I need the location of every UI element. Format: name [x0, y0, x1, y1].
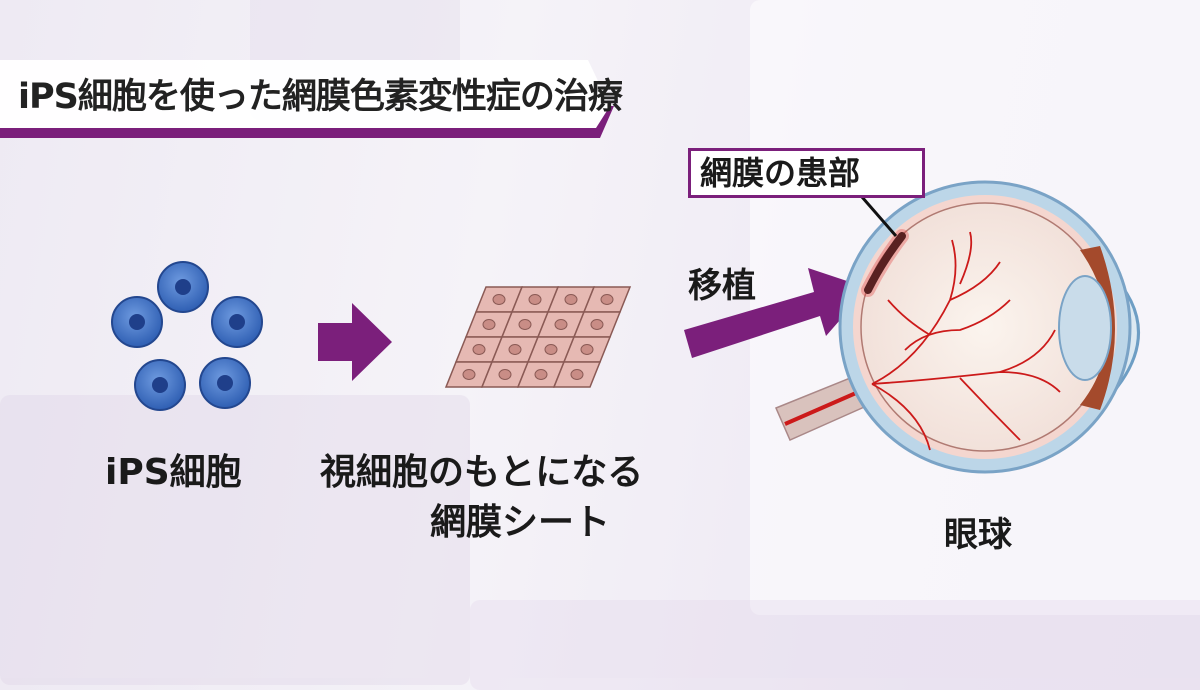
arrow-right-icon	[684, 268, 868, 358]
transplant-label: 移植	[688, 266, 756, 306]
sheet-cell-nucleus	[508, 344, 522, 355]
callout-pointer	[860, 196, 898, 237]
callout-box	[688, 148, 925, 198]
sheet-cell-nucleus	[564, 294, 578, 305]
retinal-sheet-label-line2: 網膜シート	[430, 502, 611, 543]
sheet-cell-nucleus	[580, 344, 594, 355]
sheet-cell-nucleus	[534, 369, 548, 380]
sheet-cell-nucleus	[498, 369, 512, 380]
background-panel	[0, 395, 470, 685]
eyeball-icon	[775, 180, 1140, 474]
sheet-cell-nucleus	[462, 369, 476, 380]
sheet-cell-nucleus	[482, 319, 496, 330]
arrow-right-icon	[318, 303, 392, 381]
affected-area-label: 網膜の患部	[700, 154, 861, 192]
title-banner	[0, 60, 614, 138]
sheet-cell-nucleus	[544, 344, 558, 355]
sheet-cell-nucleus	[600, 294, 614, 305]
retinal-sheet-label-line1: 視細胞のもとになる	[320, 452, 644, 493]
sheet-cell-nucleus	[472, 344, 486, 355]
retinal-sheet-icon	[444, 286, 632, 388]
sheet-cell-nucleus	[590, 319, 604, 330]
page-title: iPS細胞を使った網膜色素変性症の治療	[18, 77, 623, 117]
ips-cell-icon	[111, 261, 263, 411]
sheet-cell-nucleus	[570, 369, 584, 380]
sheet-cell-nucleus	[528, 294, 542, 305]
eyeball-label: 眼球	[944, 515, 1012, 555]
affected-area-marker	[864, 232, 906, 294]
ips-cells-label: iPS細胞	[105, 452, 242, 493]
sheet-cell-nucleus	[554, 319, 568, 330]
background-panel	[470, 600, 1200, 690]
blood-vessels	[871, 231, 1061, 451]
sheet-cell-nucleus	[518, 319, 532, 330]
sheet-cell-nucleus	[492, 294, 506, 305]
